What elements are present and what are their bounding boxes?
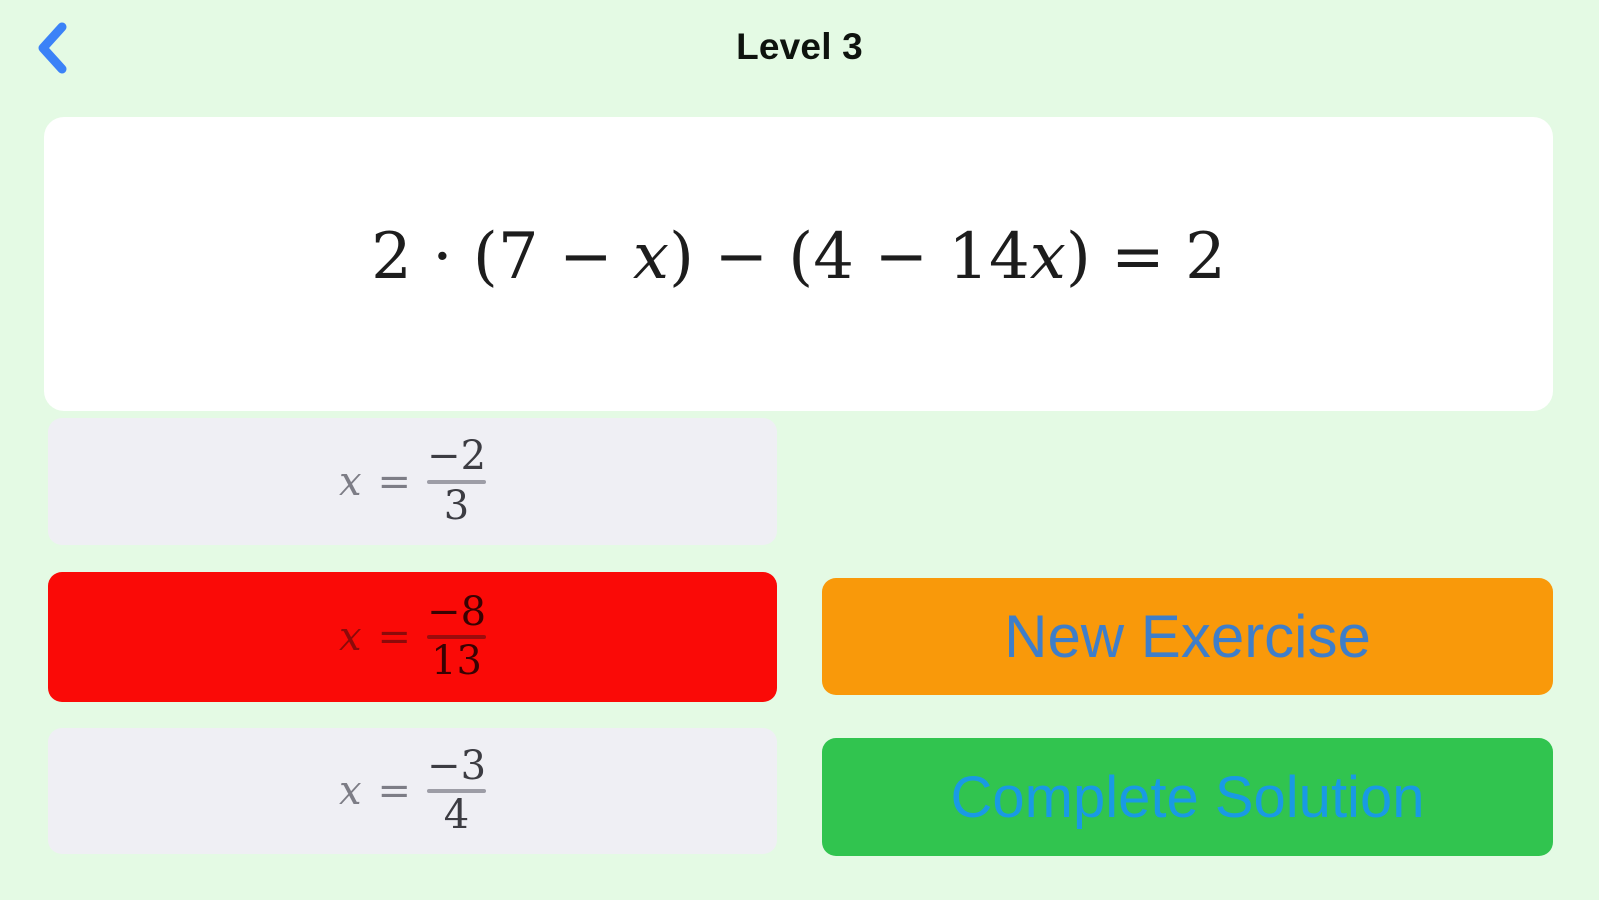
option-variable: x [338,614,362,660]
fraction-numerator: −8 [427,588,487,635]
fraction-bar [427,789,487,793]
fraction-denominator: 3 [443,482,470,529]
fraction-bar [427,635,487,639]
page-title: Level 3 [736,26,863,67]
equation-text: 2 · (7 − x) − (4 − 14x) = 2 [371,220,1226,294]
fraction: −2 3 [427,433,487,529]
option-math: x = −2 3 [338,433,487,529]
option-variable: x [338,458,362,505]
fraction-denominator: 4 [443,792,470,838]
equals-sign: = [377,614,412,660]
complete-solution-button[interactable]: Complete Solution [822,738,1553,856]
fraction-numerator: −3 [427,742,487,789]
option-math: x = −3 4 [338,742,487,838]
chevron-left-icon [38,22,67,74]
equals-sign: = [377,768,412,814]
fraction: −3 4 [427,742,487,838]
new-exercise-button[interactable]: New Exercise [822,578,1553,695]
fraction-numerator: −2 [427,433,487,480]
answer-option-2-selected-wrong[interactable]: x = −8 13 [48,572,777,702]
equation-card: 2 · (7 − x) − (4 − 14x) = 2 [44,117,1553,411]
back-button[interactable] [22,16,82,80]
equals-sign: = [377,458,412,505]
answer-option-1[interactable]: x = −2 3 [48,418,777,545]
fraction-bar [427,479,487,484]
answer-option-3[interactable]: x = −3 4 [48,728,777,854]
fraction-denominator: 13 [431,638,482,684]
option-math: x = −8 13 [338,588,487,684]
option-variable: x [338,768,362,814]
fraction: −8 13 [427,588,487,684]
